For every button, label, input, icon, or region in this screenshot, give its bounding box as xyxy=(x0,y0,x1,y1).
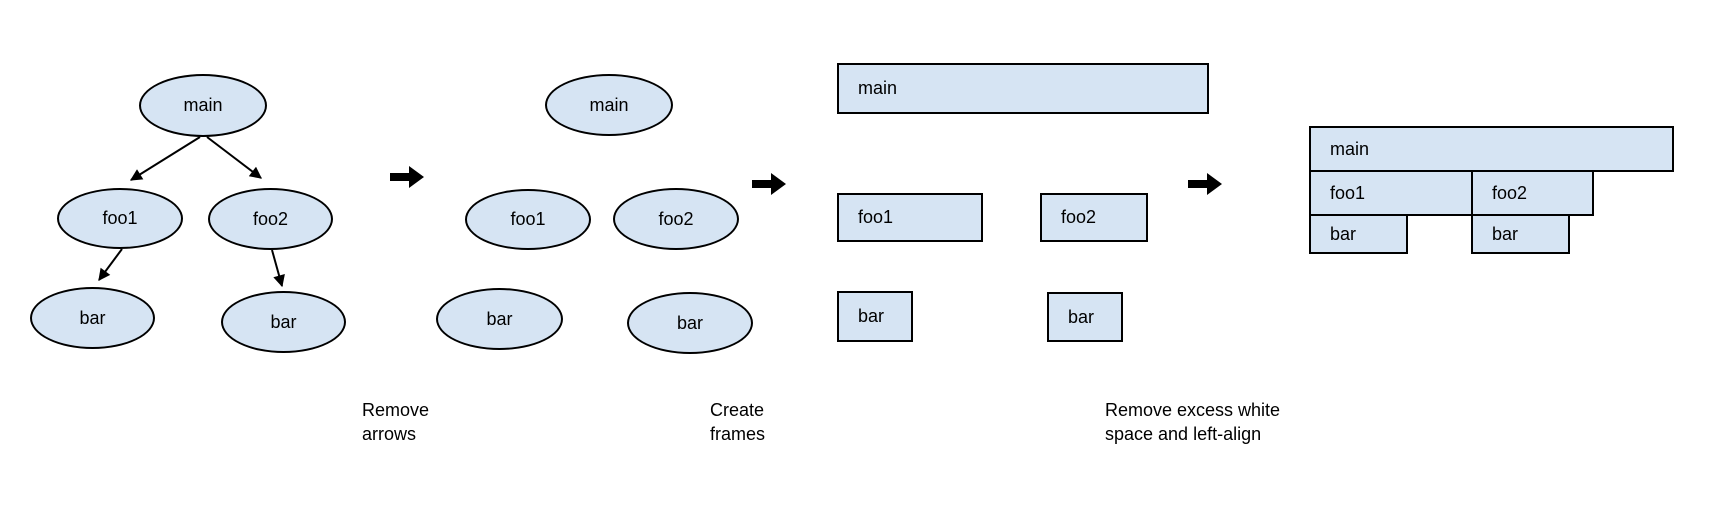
node-label: main xyxy=(183,95,223,115)
frame-node-bar-right: bar xyxy=(1047,292,1123,342)
node-label: main xyxy=(1330,138,1370,159)
frame-node-main: main xyxy=(837,63,1209,114)
tree-node-bar-right: bar xyxy=(221,291,346,353)
flame-node-foo1: foo1 xyxy=(1309,170,1473,216)
frame-node-bar-left: bar xyxy=(837,291,913,342)
caption-line: Create xyxy=(710,400,765,420)
noarrow-node-bar-right: bar xyxy=(627,292,753,354)
noarrow-node-bar-left: bar xyxy=(436,288,563,350)
edge-foo1-bar-arrow xyxy=(98,248,123,281)
noarrow-node-main: main xyxy=(545,74,673,136)
node-label: foo1 xyxy=(510,209,546,229)
node-label: bar xyxy=(486,308,513,329)
node-label: foo1 xyxy=(858,207,894,227)
caption-line: arrows xyxy=(362,424,417,444)
noarrow-node-foo1: foo1 xyxy=(465,189,591,250)
step-caption-left-align: Remove excess white space and left-align xyxy=(1105,398,1280,446)
flame-node-foo2: foo2 xyxy=(1471,170,1594,216)
edge-foo2-bar-arrow xyxy=(271,249,285,288)
node-label: foo2 xyxy=(1061,207,1097,227)
node-label: bar xyxy=(1068,306,1095,327)
node-label: bar xyxy=(676,312,703,333)
step-caption-create-frames: Create frames xyxy=(710,398,765,446)
caption-line: Remove xyxy=(362,400,430,420)
caption-line: frames xyxy=(710,424,766,444)
node-label: bar xyxy=(1330,223,1357,244)
node-label: bar xyxy=(79,307,106,328)
node-label: foo1 xyxy=(102,208,138,228)
flame-node-bar-right: bar xyxy=(1471,214,1570,254)
node-label: main xyxy=(858,78,898,98)
tree-node-main: main xyxy=(139,74,267,137)
tree-node-foo1: foo1 xyxy=(57,188,183,249)
node-label: foo2 xyxy=(658,208,694,229)
step-arrow-icon xyxy=(390,166,424,188)
flame-node-bar-left: bar xyxy=(1309,214,1408,254)
flame-node-main: main xyxy=(1309,126,1674,172)
node-label: bar xyxy=(1492,223,1519,244)
step-caption-remove-arrows: Remove arrows xyxy=(362,398,429,446)
caption-line: space and left-align xyxy=(1105,424,1262,444)
caption-line: Remove excess white xyxy=(1105,400,1281,420)
tree-node-foo2: foo2 xyxy=(208,188,333,250)
tree-node-bar-left: bar xyxy=(30,287,155,349)
node-label: foo2 xyxy=(1492,182,1528,203)
edge-main-foo1-arrow xyxy=(129,136,201,181)
frame-node-foo2: foo2 xyxy=(1040,193,1148,242)
noarrow-node-foo2: foo2 xyxy=(613,188,739,250)
step-arrow-icon xyxy=(752,173,786,195)
node-label: bar xyxy=(858,306,885,326)
edge-main-foo2-arrow xyxy=(206,136,262,179)
frame-node-foo1: foo1 xyxy=(837,193,983,242)
node-label: foo2 xyxy=(252,208,289,229)
node-label: foo1 xyxy=(1330,182,1366,203)
node-label: bar xyxy=(270,311,297,332)
node-label: main xyxy=(589,94,629,115)
step-arrow-icon xyxy=(1188,173,1222,195)
